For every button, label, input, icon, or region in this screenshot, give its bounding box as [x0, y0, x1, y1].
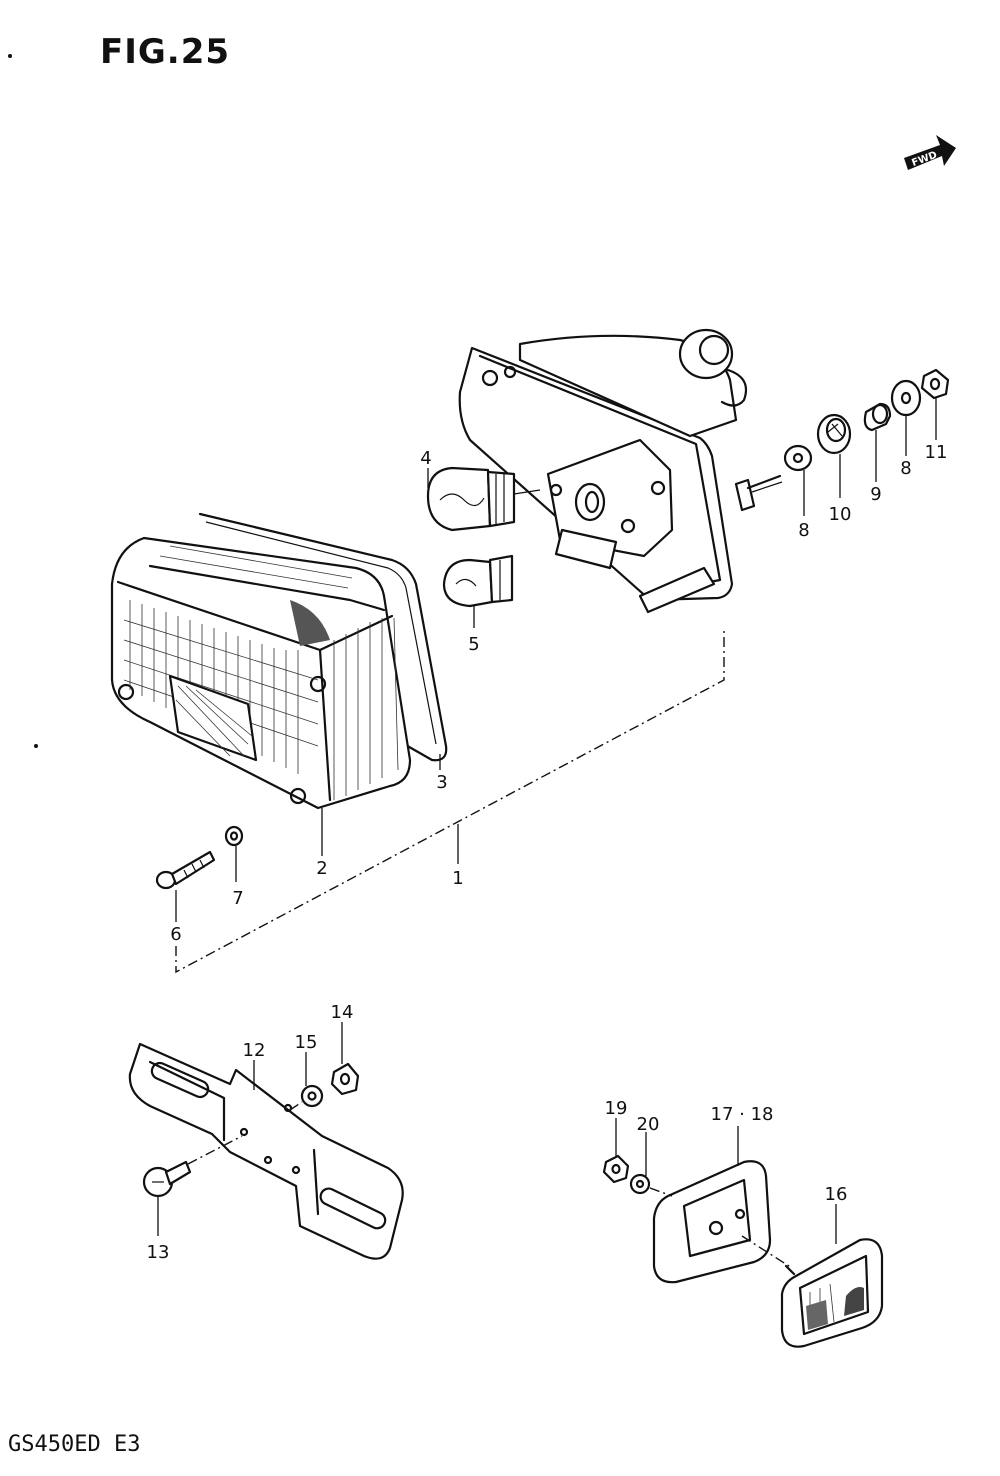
- washer-lens-screw: [224, 825, 244, 847]
- speck: [8, 54, 12, 58]
- callout-10: 10: [829, 504, 852, 525]
- callout-15: 15: [295, 1032, 318, 1053]
- callout-8-second: 8: [900, 458, 911, 479]
- washer-8-second: [890, 379, 922, 417]
- washer-8-first: [783, 444, 813, 472]
- washer-20: [629, 1173, 651, 1195]
- callout-6: 6: [170, 924, 181, 945]
- washer-15-path: [289, 1101, 303, 1111]
- washer-20-path: [649, 1187, 673, 1197]
- fwd-arrow-icon: FWD: [904, 135, 956, 170]
- grommet-10: [816, 413, 852, 455]
- collar-9: [863, 402, 892, 432]
- lamp-housing: [458, 328, 783, 614]
- callout-14: 14: [331, 1002, 354, 1023]
- callout-5: 5: [468, 634, 479, 655]
- callout-4: 4: [420, 448, 431, 469]
- model-code: GS450ED E3: [8, 1432, 141, 1457]
- tail-lens: [110, 536, 412, 810]
- figure-title: FIG.25: [100, 32, 231, 72]
- washer-15: [300, 1084, 324, 1108]
- callout-13: 13: [147, 1242, 170, 1263]
- reflector: [780, 1238, 884, 1348]
- callout-2: 2: [316, 858, 327, 879]
- reflector-mount-path: [741, 1235, 793, 1269]
- callout-12: 12: [243, 1040, 266, 1061]
- lens-gasket: [198, 512, 448, 762]
- speck: [34, 744, 38, 748]
- fwd-label: FWD: [910, 150, 938, 169]
- lens-gasket-inner: [205, 521, 437, 745]
- callout-8-first: 8: [798, 520, 809, 541]
- screw-bracket: [142, 1160, 192, 1198]
- nut-14: [330, 1062, 360, 1096]
- callout-3: 3: [436, 772, 447, 793]
- callout-16: 16: [825, 1184, 848, 1205]
- callout-20: 20: [637, 1114, 660, 1135]
- callout-11: 11: [925, 442, 948, 463]
- screw-lens: [155, 850, 216, 890]
- license-bracket: [128, 1042, 404, 1260]
- callout-9: 9: [870, 484, 881, 505]
- bulb-license: [442, 554, 514, 608]
- bulb-stop-tail: [426, 466, 541, 532]
- callout-17-18: 17 · 18: [711, 1104, 774, 1125]
- reflector-holder: [652, 1160, 772, 1284]
- callout-1: 1: [452, 868, 463, 889]
- callout-19: 19: [605, 1098, 628, 1119]
- nut-11: [920, 368, 950, 400]
- callout-7: 7: [232, 888, 243, 909]
- nut-19: [602, 1154, 630, 1184]
